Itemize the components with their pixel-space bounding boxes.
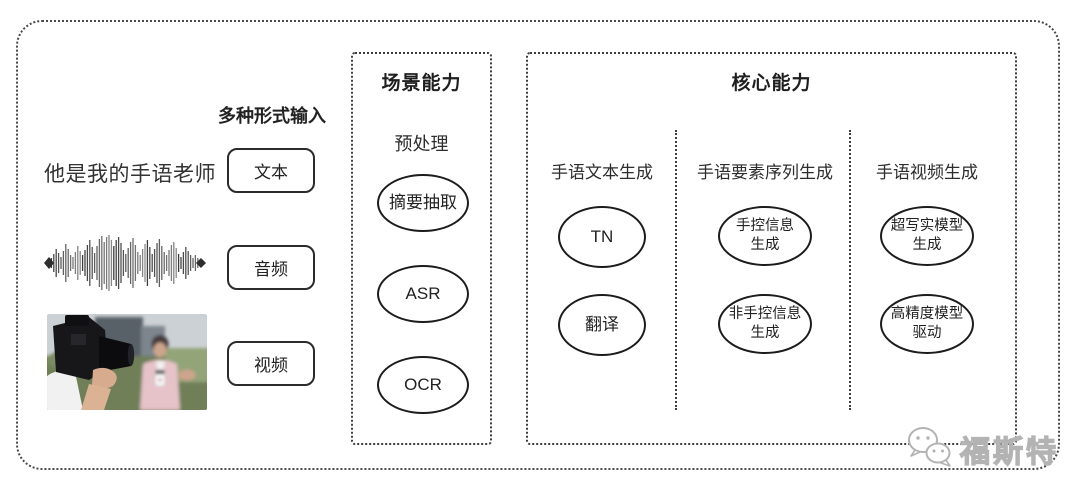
node-summary-extraction: 摘要抽取 [377, 174, 469, 232]
scene-capability-title: 场景能力 [381, 73, 462, 94]
node-label: ASR [405, 283, 441, 303]
input-box-audio: 音频 [227, 245, 315, 290]
column-divider [849, 130, 851, 410]
column-header-sl-video-generation: 手语视频生成 [876, 163, 978, 182]
node-label: 超写实模型 [890, 218, 964, 235]
column-header-sl-text-generation: 手语文本生成 [551, 163, 653, 182]
input-box-audio-label: 音频 [254, 260, 288, 279]
core-capability-box: 核心能力 手语文本生成 手语要素序列生成 手语视频生成 TN 翻译 手控信息 生… [526, 52, 1017, 445]
node-label: 生成 [750, 237, 780, 253]
node-translation: 翻译 [558, 294, 646, 356]
node-high-precision-model-driving: 高精度模型 驱动 [880, 294, 974, 354]
reporter-photo [47, 314, 207, 410]
node-label: 驱动 [912, 325, 942, 341]
node-label: 翻译 [585, 314, 619, 334]
node-label: TN [590, 226, 614, 246]
watermark-text: 福斯特 [959, 435, 1059, 469]
watermark: 福斯特 [906, 424, 1059, 473]
column-header-sl-element-sequence-generation: 手语要素序列生成 [697, 163, 833, 182]
preprocess-label: 预处理 [394, 134, 449, 154]
node-non-manual-info-generation: 非手控信息 生成 [718, 294, 812, 354]
node-ocr: OCR [377, 356, 469, 414]
input-box-video: 视频 [227, 341, 315, 386]
input-box-video-label: 视频 [254, 356, 288, 375]
chat-bubbles-icon [906, 424, 954, 473]
core-capability-title: 核心能力 [731, 73, 812, 94]
node-asr: ASR [377, 265, 469, 323]
node-hyperrealistic-model-generation: 超写实模型 生成 [880, 206, 974, 266]
node-label: 生成 [912, 237, 942, 253]
scene-capability-box: 场景能力 预处理 摘要抽取 ASR OCR [351, 52, 492, 445]
audio-waveform-icon [43, 234, 207, 292]
node-label: 非手控信息 [728, 306, 802, 323]
node-label: OCR [404, 374, 442, 394]
column-divider [675, 130, 677, 410]
node-label: 摘要抽取 [389, 192, 457, 212]
node-label: 手控信息 [736, 218, 794, 235]
outer-dotted-frame [16, 20, 1060, 470]
node-manual-info-generation: 手控信息 生成 [718, 206, 812, 266]
sample-sentence-text: 他是我的手语老师 [44, 163, 216, 186]
input-box-text: 文本 [227, 148, 315, 193]
node-label: 高精度模型 [890, 306, 964, 323]
input-box-text-label: 文本 [254, 163, 288, 182]
input-section-label: 多种形式输入 [218, 106, 326, 126]
node-label: 生成 [750, 325, 780, 341]
node-tn: TN [558, 206, 646, 268]
